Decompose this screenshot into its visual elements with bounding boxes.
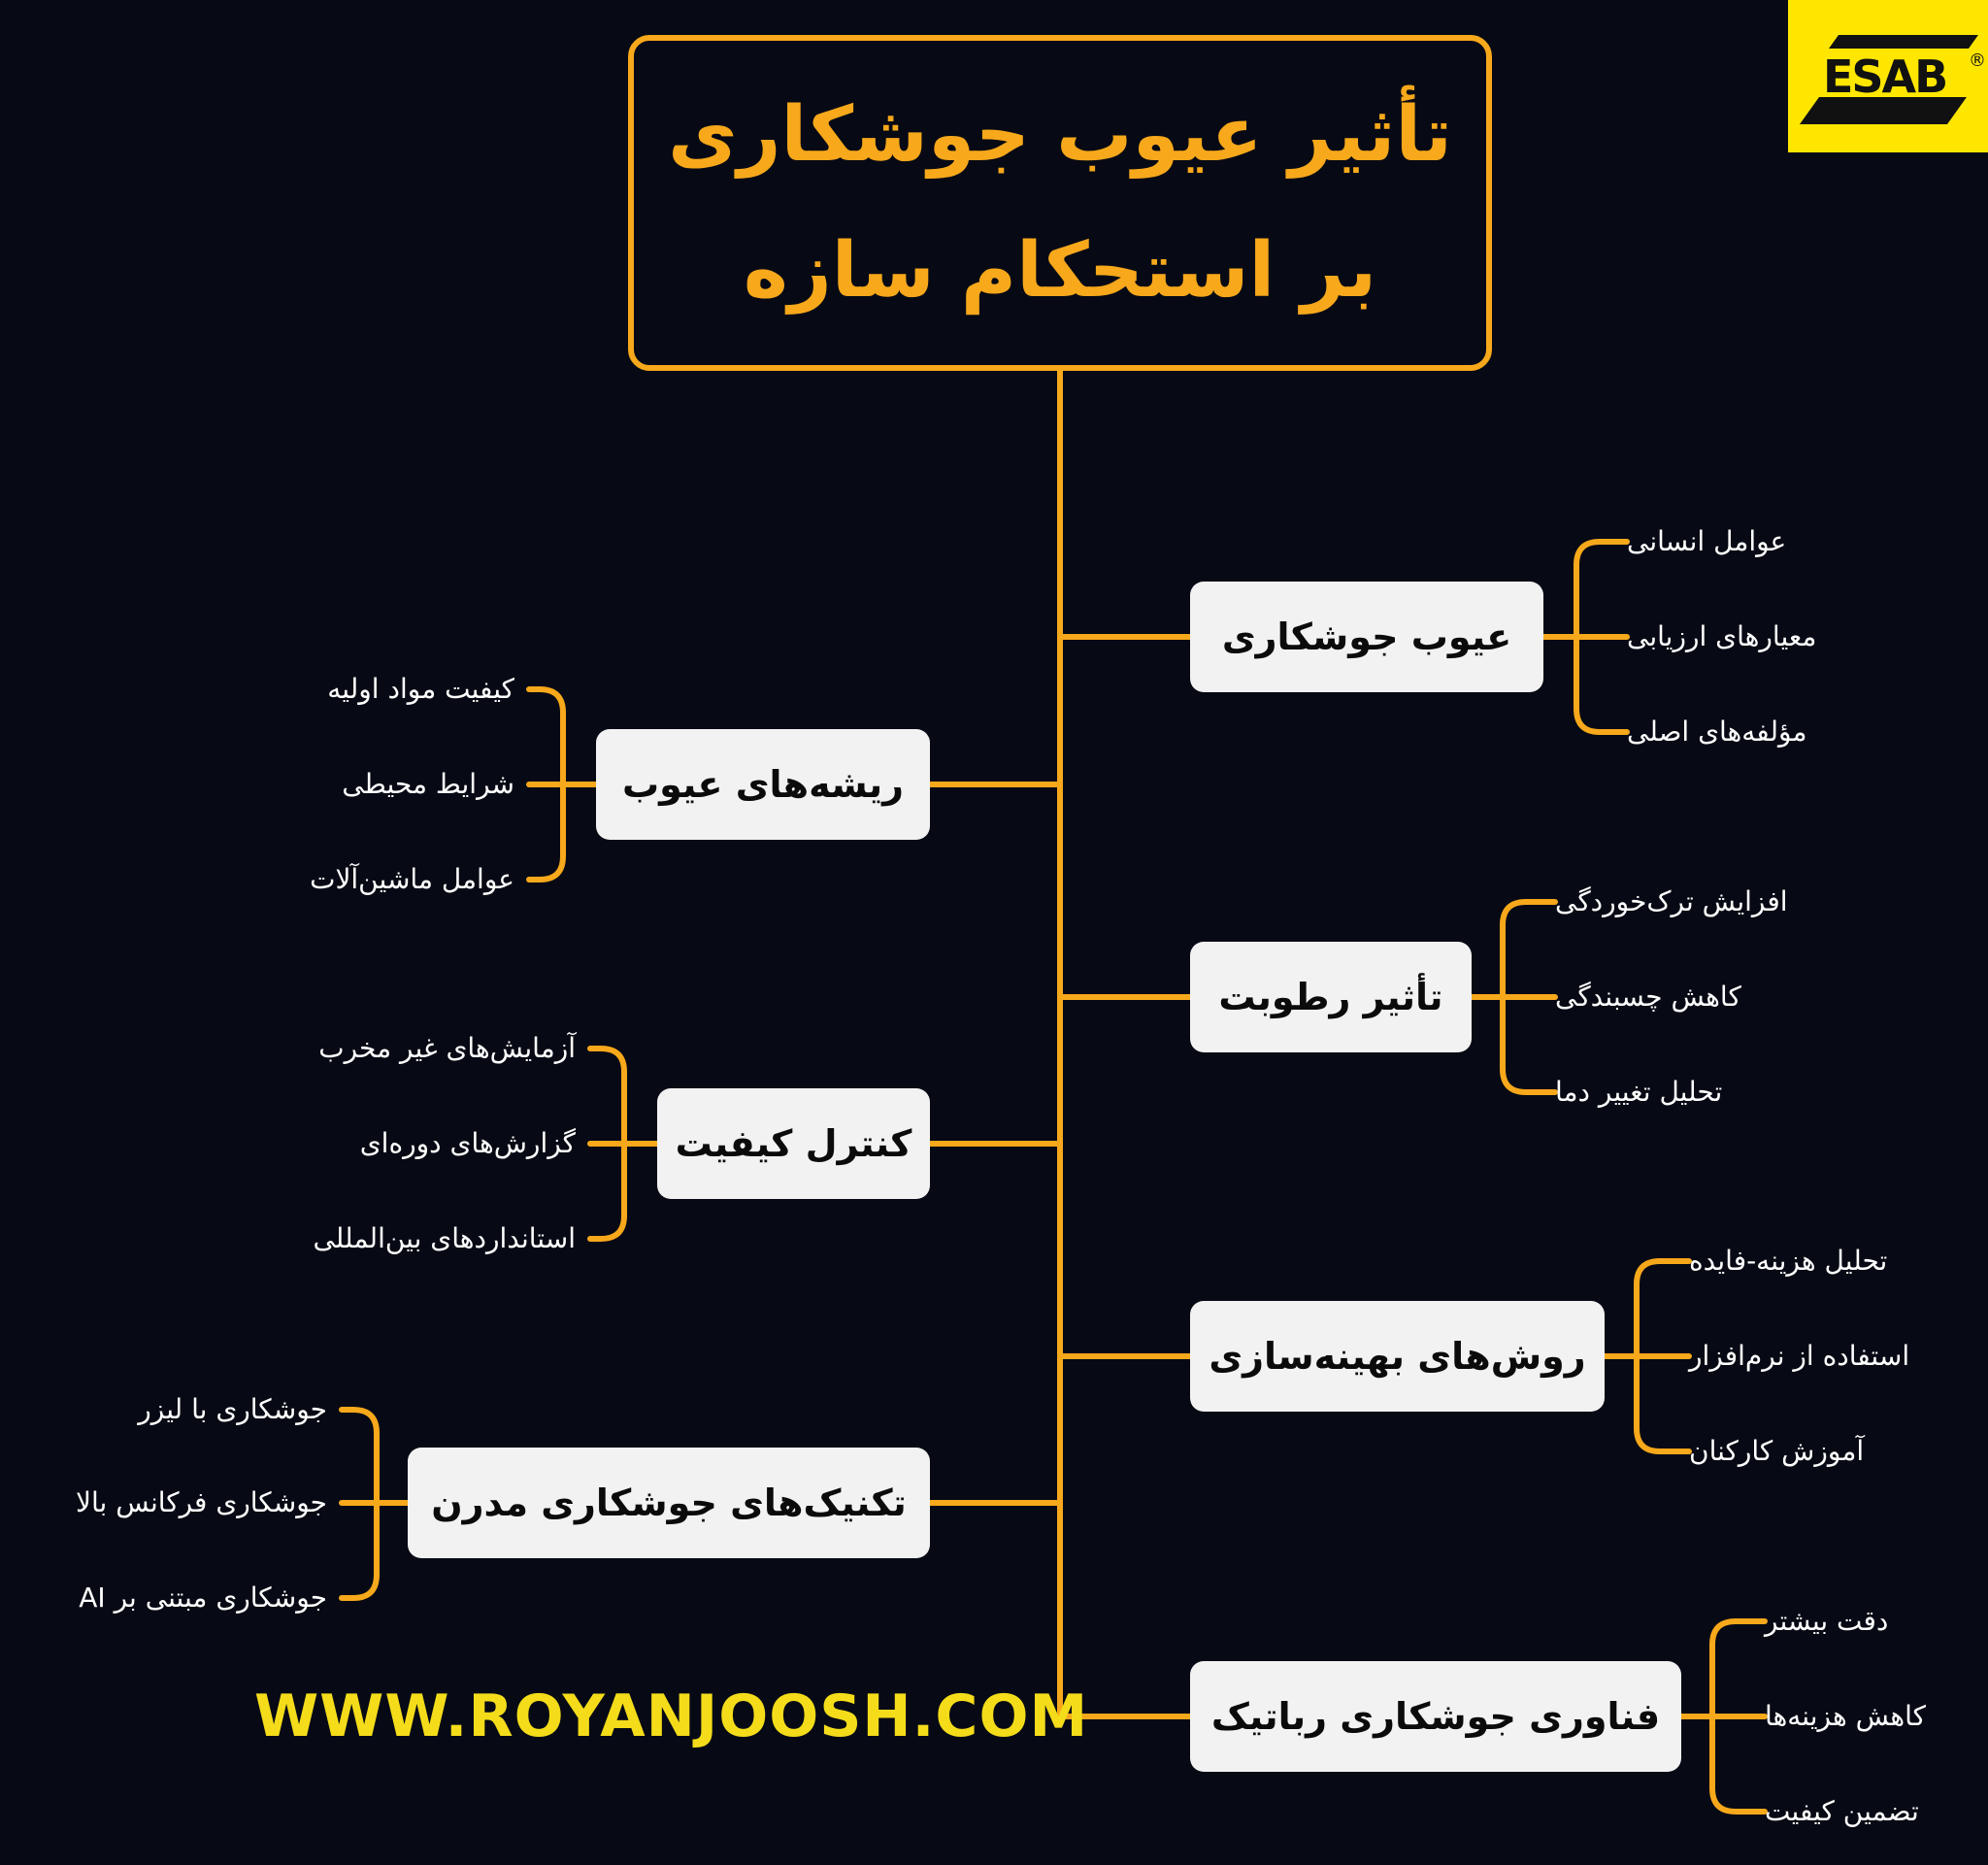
website-url: WWW.ROYANJOOSH.COM (254, 1682, 1089, 1750)
leaf-item: مؤلفه‌های اصلی (1627, 716, 1807, 748)
leaf-item: شرایط محیطی (342, 768, 514, 800)
leaf-item: معیارهای ارزیابی (1627, 620, 1817, 652)
node-label: کنترل کیفیت (675, 1122, 912, 1165)
leaf-item: جوشکاری مبتنی بر AI (79, 1582, 327, 1614)
node-label: تکنیک‌های جوشکاری مدرن (431, 1482, 907, 1524)
leaf-item: دقت بیشتر (1765, 1605, 1889, 1637)
node-label: روش‌های بهینه‌سازی (1209, 1335, 1586, 1378)
leaf-item: کیفیت مواد اولیه (327, 673, 514, 705)
node-label: ریشه‌های عیوب (622, 763, 905, 806)
node-robotic-welding: فناوری جوشکاری رباتیک (1190, 1661, 1681, 1772)
leaf-item: جوشکاری فرکانس بالا (76, 1486, 327, 1518)
leaf-item: کاهش چسبندگی (1555, 981, 1741, 1013)
leaf-item: تحلیل تغییر دما (1555, 1076, 1723, 1108)
leaf-item: عوامل انسانی (1627, 525, 1787, 557)
logo-registered-mark: ® (1969, 50, 1986, 71)
leaf-item: افزایش ترک‌خوردگی (1555, 885, 1788, 917)
node-label: فناوری جوشکاری رباتیک (1210, 1695, 1661, 1738)
leaf-item: آزمایش‌های غیر مخرب (318, 1032, 576, 1064)
logo-text: ESAB (1823, 50, 1948, 103)
node-welding-defects: عیوب جوشکاری (1190, 582, 1543, 692)
node-modern-techniques: تکنیک‌های جوشکاری مدرن (408, 1448, 930, 1558)
node-optimization-methods: روش‌های بهینه‌سازی (1190, 1301, 1605, 1412)
esab-logo: ESAB ® (1788, 0, 1988, 152)
node-label: عیوب جوشکاری (1221, 616, 1512, 658)
leaf-item: استفاده از نرم‌افزار (1689, 1340, 1910, 1372)
esab-logo-mark (1800, 35, 1978, 124)
node-humidity-effect: تأثیر رطوبت (1190, 942, 1472, 1052)
title-line-1: تأثیر عیوب جوشکاری (668, 91, 1452, 179)
leaf-item: جوشکاری با لیزر (138, 1393, 327, 1425)
node-defect-roots: ریشه‌های عیوب (596, 729, 930, 840)
leaf-item: آموزش کارکنان (1689, 1435, 1865, 1467)
leaf-item: تضمین کیفیت (1765, 1795, 1919, 1827)
node-label: تأثیر رطوبت (1218, 976, 1443, 1018)
title-line-2: بر استحکام سازه (743, 227, 1377, 315)
title-box: تأثیر عیوب جوشکاری بر استحکام سازه (628, 35, 1492, 371)
node-quality-control: کنترل کیفیت (657, 1088, 930, 1199)
leaf-item: کاهش هزینه‌ها (1765, 1700, 1926, 1732)
leaf-item: تحلیل هزینه-فایده (1689, 1245, 1888, 1277)
leaf-item: عوامل ماشین‌آلات (310, 863, 514, 895)
leaf-item: گزارش‌های دوره‌ای (359, 1127, 576, 1159)
leaf-item: استانداردهای بین‌المللی (313, 1222, 576, 1254)
